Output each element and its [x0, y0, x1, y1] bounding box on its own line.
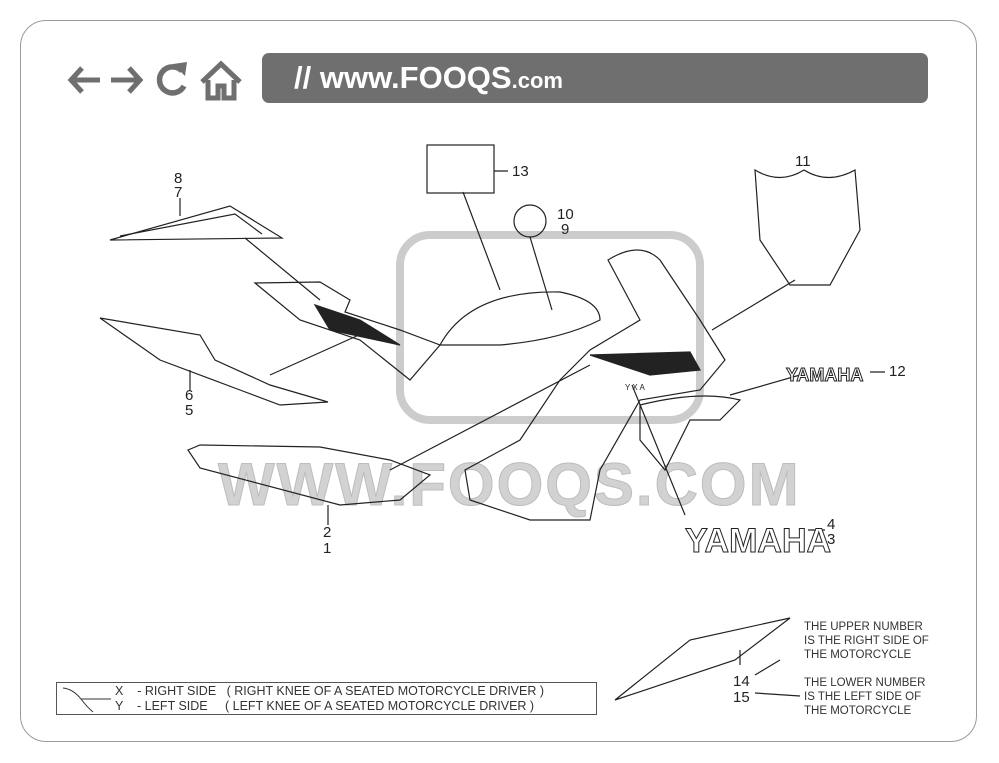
part-13-caution-label [426, 144, 495, 194]
label-5: 5 [185, 402, 194, 419]
watermark: WWW.FOOQS.COM [218, 451, 801, 518]
note-line: THE MOTORCYCLE [804, 649, 912, 661]
reload-icon[interactable] [152, 58, 192, 102]
label-7: 7 [174, 184, 183, 201]
fairing-black-panel [589, 351, 701, 376]
url-bar[interactable]: // www.FOOQS.com [262, 53, 928, 103]
fairing [464, 249, 726, 521]
note-line: THE LOWER NUMBER [804, 677, 926, 689]
forward-arrow-icon[interactable] [106, 58, 146, 102]
label-4: 4 [827, 516, 836, 533]
xy-mark: Y X A [625, 383, 646, 392]
label-10: 10 [557, 206, 574, 223]
note-line: THE UPPER NUMBER [804, 621, 923, 633]
label-14: 14 [733, 673, 750, 690]
label-15: 15 [733, 689, 750, 706]
legend-x-row: X - RIGHT SIDE ( RIGHT KNEE OF A SEATED … [115, 684, 545, 698]
side-legend: X - RIGHT SIDE ( RIGHT KNEE OF A SEATED … [56, 682, 597, 715]
tail-decal-stripe [119, 213, 263, 237]
url-text: // www.FOOQS.com [294, 60, 563, 96]
label-9: 9 [561, 221, 570, 238]
url-suffix: .com [511, 68, 563, 93]
side-cowl [639, 395, 742, 472]
lower-number-note: THE LOWER NUMBER IS THE LEFT SIDE OF THE… [804, 676, 925, 718]
label-3: 3 [827, 531, 836, 548]
label-12: 12 [889, 363, 906, 380]
back-arrow-icon[interactable] [66, 58, 106, 102]
upper-number-note: THE UPPER NUMBER IS THE RIGHT SIDE OF TH… [804, 620, 929, 662]
diagram-frame [20, 20, 977, 742]
label-13: 13 [512, 163, 529, 180]
label-8: 8 [174, 170, 183, 187]
note-line: IS THE RIGHT SIDE OF [804, 635, 929, 647]
part-1-2-tank-pad [187, 444, 432, 506]
legend-y-row: Y - LEFT SIDE ( LEFT KNEE OF A SEATED MO… [115, 699, 535, 713]
xy-line-icon [62, 687, 111, 713]
label-1: 1 [323, 540, 332, 557]
part-3-4-yamaha-decal: YAMAHA [685, 522, 831, 560]
leader-lines [179, 170, 885, 697]
watermark-logo [396, 231, 704, 424]
label-11: 11 [795, 153, 811, 170]
part-14-15-decal [614, 617, 791, 701]
url-main: // www.FOOQS [294, 60, 512, 95]
seat [438, 291, 601, 346]
note-line: THE MOTORCYCLE [804, 705, 912, 717]
part-5-6-side-panel [99, 317, 329, 406]
home-icon[interactable] [198, 58, 244, 102]
label-2: 2 [323, 524, 332, 541]
seat-cowl-black-panel [313, 303, 401, 346]
label-6: 6 [185, 387, 194, 404]
note-line: IS THE LEFT SIDE OF [804, 691, 922, 703]
part-12-yamaha-decal: YAMAHA [786, 365, 863, 385]
part-7-8-tail-decal [109, 205, 285, 241]
part-11-front-decal [754, 168, 861, 286]
